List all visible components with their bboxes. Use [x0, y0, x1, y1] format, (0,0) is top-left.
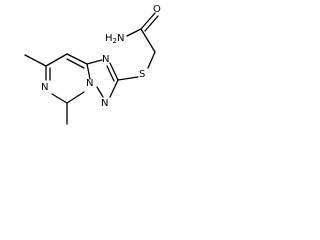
bond-ch2-sulfur [147, 51, 156, 69]
bond-c8a-n4 [86, 63, 91, 80]
atom-label-amide-n: H2N [105, 33, 124, 45]
bond-n4-n1 [96, 86, 104, 98]
atom-label-layer: H2N O S N N N N [41, 4, 161, 109]
molecular-structure: H2N O S N N N N [24, 4, 161, 125]
atom-label-n1: N [101, 98, 108, 109]
bond-layer [24, 12, 159, 125]
bond-c2-n3-double [106, 65, 115, 82]
bond-n6-c5 [51, 93, 68, 104]
bond-c8-c7 [45, 53, 68, 67]
bond-n1-c2 [109, 79, 119, 98]
bond-carbonyl-oxygen-double [144, 15, 159, 32]
atom-label-n3: N [102, 54, 109, 65]
bond-n3-c8a [86, 59, 103, 65]
bond-c7-methyl [24, 54, 47, 67]
bond-c8a-c8-double [66, 58, 85, 69]
atom-label-n4-bridge: N [86, 78, 93, 89]
bond-c2-n3 [109, 62, 119, 81]
bond-n-carbonyl [126, 28, 142, 37]
atom-label-n6: N [41, 82, 48, 93]
bond-sulfur-c2 [117, 76, 139, 81]
bond-carbonyl-ch2 [140, 28, 156, 53]
bond-c8a-c8 [66, 53, 88, 65]
atom-label-sulfur: S [139, 69, 145, 80]
atom-label-carbonyl-o: O [153, 4, 161, 15]
bond-carbonyl-oxygen [140, 12, 156, 30]
bond-c5-n4 [66, 91, 85, 104]
